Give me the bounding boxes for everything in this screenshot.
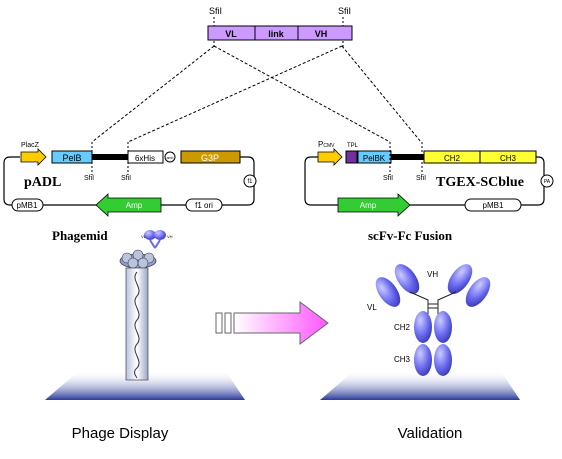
tgex-sfi2-label: SfiI — [416, 175, 426, 182]
tgex-stuffer — [391, 154, 424, 160]
vh-right-lobe — [447, 264, 473, 294]
tgex-ch3-box — [479, 150, 537, 164]
tgex-name: TGEX-SCblue — [436, 175, 524, 190]
svg-text:f1: f1 — [247, 179, 253, 185]
ch2-left-lobe — [414, 311, 432, 343]
vh-left-lobe — [394, 264, 420, 294]
ab-ch2-label: CH2 — [394, 323, 411, 332]
ch3-left-lobe — [414, 344, 432, 376]
tgex-pelbk-label: PelBK — [363, 154, 386, 163]
scfv-insert: SfiI SfiI VL link VH — [207, 6, 353, 48]
padl-pelb-label: PelB — [62, 153, 81, 163]
padl-f1ori-box — [185, 198, 223, 212]
tgex-tpl-box — [345, 150, 358, 164]
insert-sfi-right-label: SfiI — [338, 6, 351, 16]
padl-pmb1-label: pMB1 — [17, 201, 38, 210]
phage-vl-domain — [144, 230, 156, 240]
vl-left-lobe — [375, 277, 401, 307]
tgex-amp-label: Amp — [360, 201, 377, 210]
tgex-pmb1-label: pMB1 — [483, 201, 504, 210]
padl-vector: PlacZ PelB 6xHis amb G3P SfiI SfiI pADL … — [3, 142, 257, 217]
padl-amp-label: Amp — [126, 201, 143, 210]
padl-his-label: 6xHis — [135, 154, 155, 163]
phage-dna-helix — [134, 271, 140, 379]
placz-promoter-arrow — [20, 148, 47, 166]
phagemid-label: Phagemid — [52, 228, 108, 243]
padl-name: pADL — [24, 175, 61, 190]
phage-tube — [125, 267, 149, 381]
process-arrow — [215, 301, 329, 345]
tgex-tpl-label: TPL — [347, 143, 359, 149]
tgex-amp-arrow — [337, 193, 411, 217]
amber-stop-circle — [164, 151, 176, 163]
ab-ch3-label: CH3 — [394, 355, 411, 364]
padl-amp-arrow — [95, 193, 162, 217]
svg-text:amb: amb — [167, 156, 174, 160]
phage-vh-domain — [154, 230, 166, 240]
scfv-fc-illustration: scFv-Fc Fusion VH VL CH2 CH3 — [320, 228, 520, 400]
ab-vl-label: VL — [367, 303, 377, 312]
insert-link-label: link — [268, 29, 284, 39]
padl-g3p-label: G3P — [201, 153, 219, 163]
ch2-right-lobe — [434, 311, 452, 343]
tgex-vector: PCMV TPL PelBK CH2 CH3 SfiI SfiI TGEX-SC… — [304, 140, 554, 217]
svg-text:VH: VH — [167, 234, 173, 239]
phage-platform — [45, 370, 245, 400]
tgex-pa-signal — [540, 174, 554, 188]
padl-g3p-box — [180, 150, 241, 164]
hinge — [409, 291, 457, 314]
padl-sfi2-label: SfiI — [121, 175, 131, 182]
padl-pmb1-box — [11, 198, 44, 212]
svg-text:VL: VL — [141, 234, 147, 239]
padl-f1ori-label: f1 ori — [195, 201, 213, 210]
cloning-guide-lines — [91, 45, 422, 143]
padl-f1-terminator — [243, 174, 257, 188]
cmv-promoter-arrow — [317, 148, 343, 166]
vl-right-lobe — [465, 277, 491, 307]
padl-stuffer — [92, 154, 128, 160]
phage-display-illustration: Phagemid VL VH — [45, 228, 245, 400]
ab-vh-label: VH — [427, 270, 438, 279]
fusion-label: scFv-Fc Fusion — [368, 228, 453, 243]
caption-phage-display: Phage Display — [72, 425, 169, 442]
tgex-ch3-label: CH3 — [500, 154, 517, 163]
caption-validation: Validation — [398, 425, 463, 442]
tgex-pmb1-box — [464, 198, 522, 212]
ch3-right-lobe — [434, 344, 452, 376]
insert-sfi-left-label: SfiI — [209, 6, 222, 16]
insert-vl-label: VL — [225, 29, 237, 39]
svg-text:PA: PA — [544, 179, 551, 185]
padl-his-box — [127, 150, 164, 164]
tgex-pcmv-label: PCMV — [318, 140, 335, 149]
tgex-sfi1-label: SfiI — [383, 175, 393, 182]
insert-vh-label: VH — [315, 29, 328, 39]
padl-promoter-label: PlacZ — [21, 142, 40, 149]
insert-bar — [207, 25, 353, 41]
antibody-platform — [320, 370, 520, 400]
tgex-ch2-label: CH2 — [444, 154, 461, 163]
padl-sfi1-label: SfiI — [84, 175, 94, 182]
